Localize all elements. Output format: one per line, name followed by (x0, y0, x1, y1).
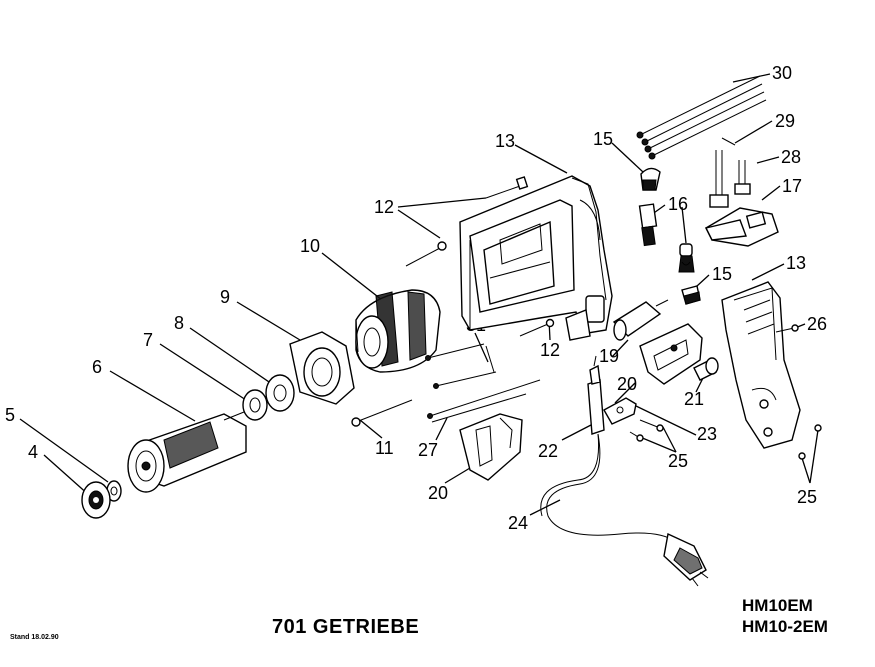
part-23-clip (603, 397, 637, 425)
callout-20-upper: 20 (617, 374, 637, 394)
part-25-screws (629, 419, 822, 460)
callout-6: 6 (92, 357, 102, 377)
callout-22: 22 (538, 441, 558, 461)
part-11-long-screw (351, 399, 413, 427)
part-31-wires (425, 343, 497, 389)
callout-29: 29 (775, 111, 795, 131)
part-13-motor-housing (459, 175, 613, 341)
callout-12-upper: 12 (374, 197, 394, 217)
part-6-armature (127, 411, 247, 493)
callout-7: 7 (143, 330, 153, 350)
part-27-wires (427, 379, 541, 423)
callout-15-upper: 15 (593, 129, 613, 149)
part-24-power-cable (540, 433, 709, 587)
callout-30: 30 (772, 63, 792, 83)
callout-21: 21 (684, 389, 704, 409)
part-17-switch (704, 207, 779, 247)
callout-17: 17 (782, 176, 802, 196)
part-13-handle-half (721, 281, 801, 449)
part-15-brush-holder-lower (681, 285, 701, 305)
part-26-screw (775, 324, 799, 333)
part-28-connector (734, 160, 751, 195)
callout-24: 24 (508, 513, 528, 533)
part-22-strain-relief (587, 355, 605, 435)
callout-19: 19 (599, 346, 619, 366)
leader-lines (19, 73, 819, 516)
callout-25-right: 25 (797, 487, 817, 507)
callout-26: 26 (807, 314, 827, 334)
callout-12-lower: 12 (540, 340, 560, 360)
part-10-stator (355, 289, 441, 373)
model-label-1: HM10EM (742, 596, 813, 615)
part-12-screws (405, 176, 555, 337)
callout-13-handle: 13 (786, 253, 806, 273)
callout-5: 5 (5, 405, 15, 425)
part-20-cable-clamp (459, 413, 523, 481)
part-5-washer (106, 480, 122, 502)
callout-11: 11 (375, 438, 394, 458)
callout-16: 16 (668, 194, 688, 214)
part-30-cable-ties (636, 75, 767, 160)
callout-20-lower: 20 (428, 483, 448, 503)
callout-4: 4 (28, 442, 38, 462)
model-label-2: HM10-2EM (742, 617, 828, 636)
callout-9: 9 (220, 287, 230, 307)
part-4-bearing (81, 481, 111, 519)
callout-10: 10 (300, 236, 320, 256)
callout-8: 8 (174, 313, 184, 333)
callout-13-housing: 13 (495, 131, 515, 151)
part-21-knob (693, 357, 719, 381)
part-7-bearing (242, 389, 268, 421)
callout-27: 27 (418, 440, 438, 460)
revision-stamp: Stand 18.02.90 (10, 634, 59, 641)
part-9-air-baffle (289, 331, 355, 405)
part-20-electronic-module (639, 323, 703, 385)
part-15-brush-cap-upper (640, 167, 661, 191)
part-19-capacitor (612, 299, 669, 341)
diagram-caption: 701 GETRIEBE (272, 616, 420, 638)
callout-28: 28 (781, 147, 801, 167)
callout-23: 23 (697, 424, 717, 444)
part-16-carbon-brushes (638, 203, 695, 273)
callout-25-left: 25 (668, 451, 688, 471)
part-8-bearing (265, 374, 295, 412)
callout-15-lower: 15 (712, 264, 732, 284)
part-29-connector (709, 137, 736, 208)
